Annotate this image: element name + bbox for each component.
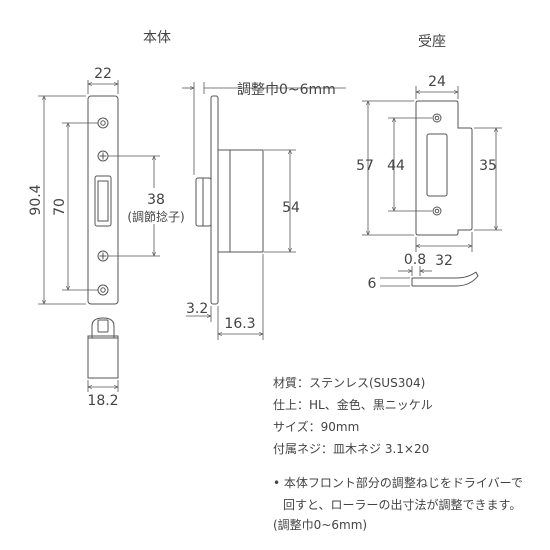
strike-heading: 受座 [418, 34, 446, 50]
dim-adjust-range: 調整巾0~6mm [237, 82, 336, 98]
body-front-view [87, 95, 119, 305]
dim-body-hole-pitch: 70 [52, 198, 68, 216]
bottom-screw-hole [97, 284, 109, 296]
dim-front-thickness: 3.2 [186, 301, 208, 317]
strike-bottom-hole [432, 206, 442, 216]
adjust-screw-label: (調節捻子) [127, 209, 184, 224]
dim-plate-thickness: 0.8 [404, 252, 426, 268]
strike-front-view [415, 100, 473, 236]
side-front-plate [210, 95, 219, 305]
strike-top-hole [432, 113, 442, 123]
dim-strike-width-bottom: 32 [435, 253, 453, 269]
dim-strike-width-top: 24 [428, 74, 446, 90]
dim-depth: 16.3 [224, 316, 255, 332]
dim-roller-width: 18.2 [87, 393, 118, 409]
side-case [217, 149, 264, 253]
strike-side-view [411, 271, 479, 287]
side-view [195, 95, 264, 305]
top-screw-hole [97, 117, 109, 129]
strike-opening [426, 133, 448, 197]
roller-view [87, 317, 119, 379]
spec-size: サイズ：90mm [273, 420, 360, 434]
body-heading: 本体 [143, 30, 171, 46]
note-line-2: 回すと、ローラーの出寸法が調整できます。 [283, 498, 522, 512]
dim-adjust-pitch: 38 [147, 192, 165, 208]
dim-strike-height: 57 [356, 158, 374, 174]
note-line-3: (調整巾0~6mm) [273, 518, 368, 532]
dim-strike-opening: 35 [479, 158, 497, 174]
body-faceplate [87, 95, 119, 305]
dim-case-height: 54 [282, 200, 300, 216]
dim-body-height: 90.4 [28, 184, 44, 215]
dim-strike-hole-pitch: 44 [387, 158, 405, 174]
strike-plate [415, 100, 473, 236]
spec-screws: 付属ネジ：皿木ネジ 3.1×20 [273, 442, 430, 456]
dim-lip-height: 6 [368, 276, 377, 292]
dim-body-width: 22 [94, 66, 112, 82]
spec-finish: 仕上：HL、金色、黒ニッケル [273, 398, 433, 412]
spec-material: 材質：ステンレス(SUS304) [273, 376, 426, 390]
latch-opening [94, 175, 112, 227]
note-line-1: • 本体フロント部分の調整ねじをドライバーで [273, 476, 523, 490]
